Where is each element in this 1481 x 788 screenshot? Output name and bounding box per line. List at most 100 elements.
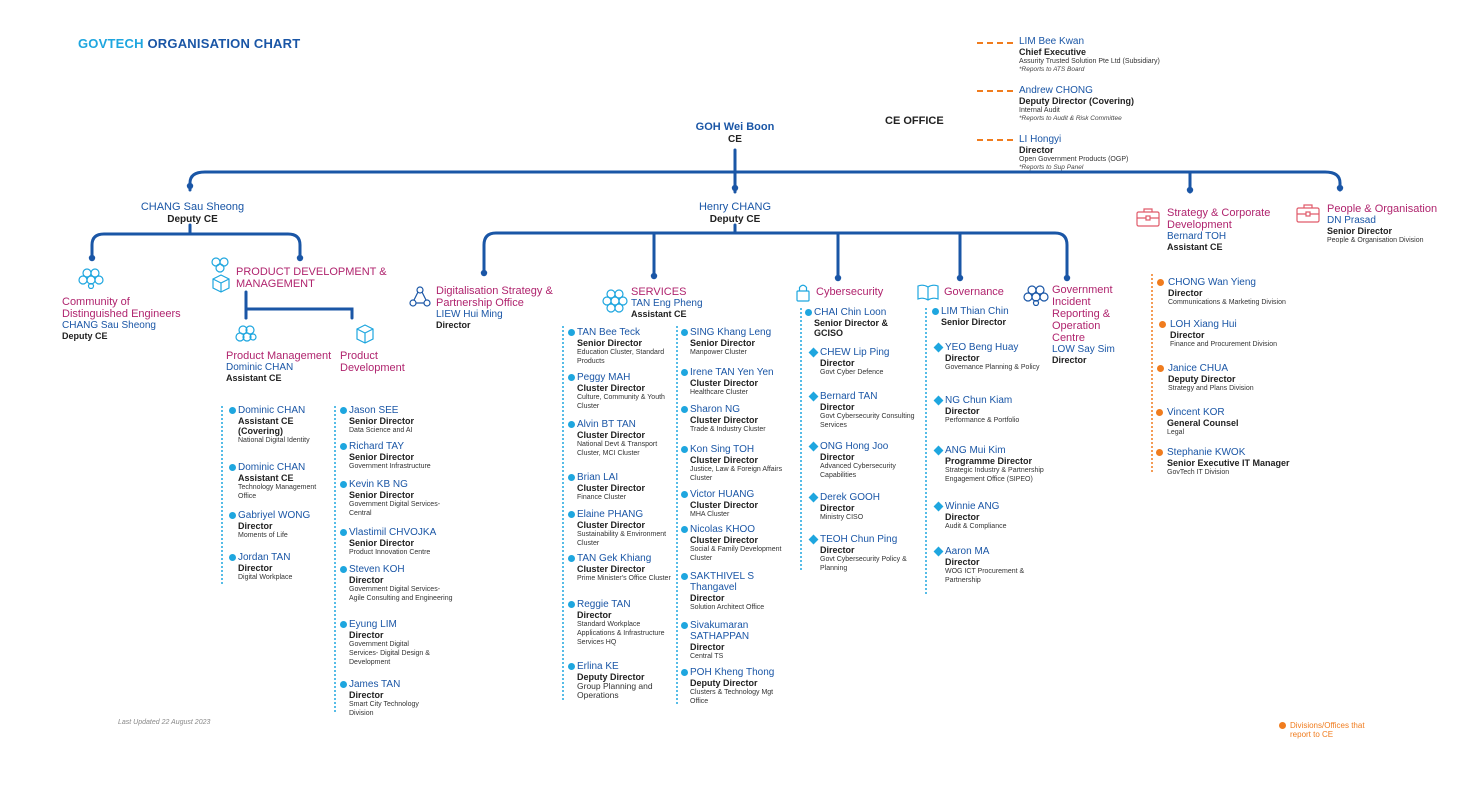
member-name: Stephanie KWOK <box>1167 447 1246 458</box>
member-name: TAN Gek Khiang <box>577 553 652 564</box>
hexagon-cluster-icon <box>1023 285 1049 306</box>
lock-icon <box>796 284 810 302</box>
ce-office-role: Chief Executive <box>1019 47 1087 57</box>
dspo-box: Digitalisation Strategy & Partnership Of… <box>436 285 571 330</box>
member-name: Alvin BT TAN <box>577 419 636 430</box>
cyber-title: Cybersecurity <box>816 286 883 298</box>
member-desc: Technology Management Office <box>238 484 317 500</box>
pd-box: Product Development <box>340 350 430 374</box>
member-desc: Strategy and Plans Division <box>1168 385 1254 392</box>
division-title: Strategy & Corporate Development <box>1167 207 1271 231</box>
deputy-role: Deputy CE <box>167 214 218 225</box>
member-role: Cluster Director <box>577 383 646 393</box>
briefcase-icon <box>1136 208 1160 227</box>
member-desc: Ministry CISO <box>820 514 864 521</box>
member-desc: Advanced Cybersecurity Capabilities <box>820 463 896 479</box>
member-role: Director <box>1170 330 1205 340</box>
member-desc: Govt Cybersecurity Consulting Services <box>820 413 915 429</box>
member-name: Brian LAI <box>577 472 619 483</box>
cde-box: Community of Distinguished Engineers CHA… <box>62 296 187 341</box>
member-role: Cluster Director <box>690 415 759 425</box>
member-role: Cluster Director <box>577 430 646 440</box>
ce-office-desc: Open Government Products (OGP) <box>1019 156 1129 163</box>
division-title: Governance <box>944 286 1004 298</box>
deputy-role: Deputy CE <box>709 214 761 225</box>
member-role: Senior Director <box>690 338 756 348</box>
member-role: Director <box>820 452 855 462</box>
member-role: Senior Director <box>349 538 415 548</box>
member-name: Nicolas KHOO <box>690 524 756 535</box>
member-name: Gabriyel WONG <box>238 510 311 521</box>
division-title: SERVICES <box>631 286 687 298</box>
member-name: Dominic CHAN <box>238 405 306 416</box>
services-box: SERVICES TAN Eng Pheng Assistant CE <box>631 286 731 319</box>
ce-office-desc: Internal Audit <box>1019 107 1060 114</box>
member-role: Programme Director <box>945 456 1033 466</box>
network-icon <box>409 286 431 307</box>
division-head-name: LIEW Hui Ming <box>436 309 503 320</box>
member-desc: Legal <box>1167 429 1185 436</box>
member-name: CHONG Wan Yieng <box>1168 277 1256 288</box>
division-head-name: Bernard TOH <box>1167 231 1227 242</box>
member-name: TEOH Chun Ping <box>820 534 898 545</box>
member-desc: Central TS <box>690 653 724 660</box>
member-name: ANG Mui Kim <box>945 445 1006 456</box>
member-role: Cluster Director <box>577 564 646 574</box>
member-name: SING Khang Leng <box>690 327 772 338</box>
member-role: Senior Director <box>577 338 643 348</box>
deputy-ce-2: Henry CHANG Deputy CE <box>675 201 795 225</box>
member-name: Reggie TAN <box>577 599 631 610</box>
member-name: Victor HUANG <box>690 489 755 500</box>
member-name: Kevin KB NG <box>349 479 408 490</box>
member-role: Director <box>690 593 725 603</box>
member-role: Director <box>945 557 980 567</box>
ce-name: GOH Wei Boon <box>695 121 775 133</box>
member-desc: Prime Minister's Office Cluster <box>577 575 671 582</box>
page-title: GOVTECH ORGANISATION CHART <box>78 36 300 51</box>
member-desc: Digital Workplace <box>238 574 293 581</box>
hexagon-cluster-icon <box>602 289 628 313</box>
member-role: Director <box>238 521 273 531</box>
member-role: Deputy Director <box>690 678 758 688</box>
member-name: Elaine PHANG <box>577 509 644 520</box>
division-head-name: Dominic CHAN <box>226 362 294 373</box>
member-role: Director <box>820 358 855 368</box>
member-desc: Government Digital Services- Digital Des… <box>349 641 430 666</box>
member-name: Winnie ANG <box>945 501 1000 512</box>
division-head-role: Director <box>436 320 471 330</box>
member-desc: Smart City Technology Division <box>349 701 419 717</box>
member-role: Director <box>945 512 980 522</box>
member-desc: Performance & Portfolio <box>945 417 1020 424</box>
member-role: Cluster Director <box>577 483 646 493</box>
member-desc: Government Infrastructure <box>349 463 431 470</box>
division-head-name: DN Prasad <box>1327 215 1376 226</box>
member-role: Director <box>820 402 855 412</box>
member-desc: Moments of Life <box>238 532 288 539</box>
pm-box: Product Management Dominic CHAN Assistan… <box>226 350 336 383</box>
member-name: Bernard TAN <box>820 391 878 402</box>
member-name: Jordan TAN <box>238 552 291 563</box>
division-title: Digitalisation Strategy & Partnership Of… <box>436 285 553 309</box>
member-role: Deputy Director <box>1168 374 1236 384</box>
member-role: Senior Director <box>349 416 415 426</box>
member-name: Richard TAY <box>349 441 405 452</box>
division-title: Product Management <box>226 350 332 362</box>
member-desc: Standard Workplace Applications & Infras… <box>577 621 665 646</box>
member-desc: Data Science and AI <box>349 427 413 434</box>
member-desc: GovTech IT Division <box>1167 469 1230 476</box>
division-title: Government Incident Reporting & Operatio… <box>1052 284 1113 344</box>
division-head-name: CHANG Sau Sheong <box>62 320 156 331</box>
member-desc: Clusters & Technology Mgt Office <box>690 689 774 705</box>
